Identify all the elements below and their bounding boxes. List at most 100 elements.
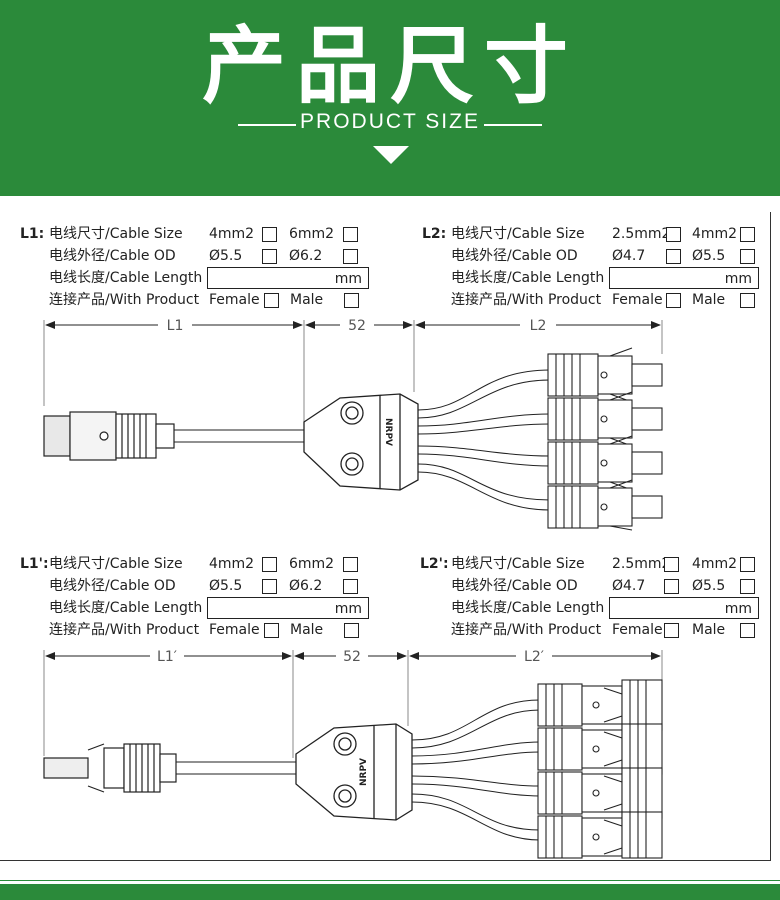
od-option: Ø4.7 xyxy=(612,248,646,264)
od-checkbox[interactable] xyxy=(666,249,681,264)
spec-block-l2: L2: 电线尺寸/Cable Size 2.5mm2 4mm2 电线外径/Cab… xyxy=(422,223,772,311)
length-unit: mm xyxy=(724,601,752,617)
footer-band xyxy=(0,884,780,900)
product-option: Female xyxy=(612,622,663,638)
od-option: Ø6.2 xyxy=(289,578,323,594)
size-option: 2.5mm2 xyxy=(612,556,671,572)
spec-key: L1': xyxy=(20,556,49,572)
od-checkbox[interactable] xyxy=(262,249,277,264)
product-checkbox[interactable] xyxy=(664,623,679,638)
spec-block-l2-prime: L2': 电线尺寸/Cable Size 2.5mm2 4mm2 电线外径/Ca… xyxy=(420,553,772,641)
with-product-label: 连接产品/With Product xyxy=(49,622,200,638)
cable-length-field[interactable]: mm xyxy=(207,267,369,289)
size-checkbox[interactable] xyxy=(262,557,277,572)
od-checkbox[interactable] xyxy=(664,579,679,594)
size-checkbox[interactable] xyxy=(262,227,277,242)
with-product-label: 连接产品/With Product xyxy=(451,622,602,638)
page-title: 产品尺寸 xyxy=(201,17,578,115)
title-divider-right xyxy=(484,124,542,126)
spec-block-l1-prime: L1': 电线尺寸/Cable Size 4mm2 6mm2 电线外径/Cabl… xyxy=(20,553,370,641)
product-checkbox[interactable] xyxy=(344,623,359,638)
cable-length-field[interactable]: mm xyxy=(609,597,759,619)
od-checkbox[interactable] xyxy=(343,249,358,264)
cable-length-label: 电线长度/Cable Length xyxy=(49,600,203,616)
branch-cable-diagram-top: L1 52 L2 NRPV xyxy=(43,318,663,531)
od-option: Ø4.7 xyxy=(612,578,646,594)
product-checkbox[interactable] xyxy=(740,293,755,308)
size-option: 6mm2 xyxy=(289,556,335,572)
size-option: 4mm2 xyxy=(209,226,255,242)
dimension-label: L2 xyxy=(530,318,547,334)
cable-od-label: 电线外径/Cable OD xyxy=(451,248,578,264)
footer-divider xyxy=(0,880,780,881)
size-checkbox[interactable] xyxy=(664,557,679,572)
spec-block-l1: L1: 电线尺寸/Cable Size 4mm2 6mm2 电线外径/Cable… xyxy=(20,223,370,311)
product-checkbox[interactable] xyxy=(666,293,681,308)
left-connector xyxy=(43,411,175,461)
od-option: Ø5.5 xyxy=(692,248,726,264)
cable-size-label: 电线尺寸/Cable Size xyxy=(451,226,585,242)
size-checkbox[interactable] xyxy=(343,227,358,242)
size-option: 4mm2 xyxy=(692,226,738,242)
cable-od-label: 电线外径/Cable OD xyxy=(49,578,176,594)
branch-body xyxy=(295,723,413,821)
product-option: Male xyxy=(290,292,324,308)
branch-connectors xyxy=(537,679,663,859)
cable-size-label: 电线尺寸/Cable Size xyxy=(49,226,183,242)
with-product-label: 连接产品/With Product xyxy=(451,292,602,308)
size-option: 4mm2 xyxy=(209,556,255,572)
od-option: Ø5.5 xyxy=(209,248,243,264)
od-checkbox[interactable] xyxy=(740,579,755,594)
dimension-label: L1′ xyxy=(157,649,177,665)
product-option: Male xyxy=(692,622,726,638)
cable-length-label: 电线长度/Cable Length xyxy=(451,270,605,286)
spec-key: L1: xyxy=(20,226,45,242)
size-checkbox[interactable] xyxy=(343,557,358,572)
branch-body xyxy=(303,393,419,491)
cable-od-label: 电线外径/Cable OD xyxy=(49,248,176,264)
od-checkbox[interactable] xyxy=(343,579,358,594)
cable-size-label: 电线尺寸/Cable Size xyxy=(49,556,183,572)
length-unit: mm xyxy=(334,271,362,287)
branch-cable-diagram-bottom: L1′ 52 L2′ NRPV xyxy=(43,649,663,859)
od-option: Ø5.5 xyxy=(209,578,243,594)
cable-size-label: 电线尺寸/Cable Size xyxy=(451,556,585,572)
branch-marking: NRPV xyxy=(383,418,393,446)
product-checkbox[interactable] xyxy=(264,623,279,638)
product-option: Female xyxy=(209,292,260,308)
cable-length-label: 电线长度/Cable Length xyxy=(451,600,605,616)
left-connector xyxy=(43,743,177,793)
product-option: Female xyxy=(612,292,663,308)
length-unit: mm xyxy=(334,601,362,617)
size-checkbox[interactable] xyxy=(666,227,681,242)
cable-length-field[interactable]: mm xyxy=(609,267,759,289)
arrow-down-icon xyxy=(373,146,409,164)
product-option: Female xyxy=(209,622,260,638)
od-option: Ø5.5 xyxy=(692,578,726,594)
header-banner: 产品尺寸 PRODUCT SIZE xyxy=(0,0,780,196)
od-checkbox[interactable] xyxy=(262,579,277,594)
cable-od-label: 电线外径/Cable OD xyxy=(451,578,578,594)
product-checkbox[interactable] xyxy=(740,623,755,638)
product-option: Male xyxy=(290,622,324,638)
spec-key: L2': xyxy=(420,556,449,572)
dimension-label: L1 xyxy=(167,318,184,334)
product-checkbox[interactable] xyxy=(264,293,279,308)
dimension-label: L2′ xyxy=(524,649,544,665)
od-checkbox[interactable] xyxy=(740,249,755,264)
cable-length-field[interactable]: mm xyxy=(207,597,369,619)
branch-connectors xyxy=(547,347,663,531)
dimension-label: 52 xyxy=(343,649,361,665)
page-subtitle: PRODUCT SIZE xyxy=(300,110,480,133)
size-checkbox[interactable] xyxy=(740,227,755,242)
size-option: 6mm2 xyxy=(289,226,335,242)
cable-length-label: 电线长度/Cable Length xyxy=(49,270,203,286)
product-option: Male xyxy=(692,292,726,308)
title-divider-left xyxy=(238,124,296,126)
length-unit: mm xyxy=(724,271,752,287)
size-checkbox[interactable] xyxy=(740,557,755,572)
spec-key: L2: xyxy=(422,226,447,242)
od-option: Ø6.2 xyxy=(289,248,323,264)
dimension-label: 52 xyxy=(348,318,366,334)
product-checkbox[interactable] xyxy=(344,293,359,308)
